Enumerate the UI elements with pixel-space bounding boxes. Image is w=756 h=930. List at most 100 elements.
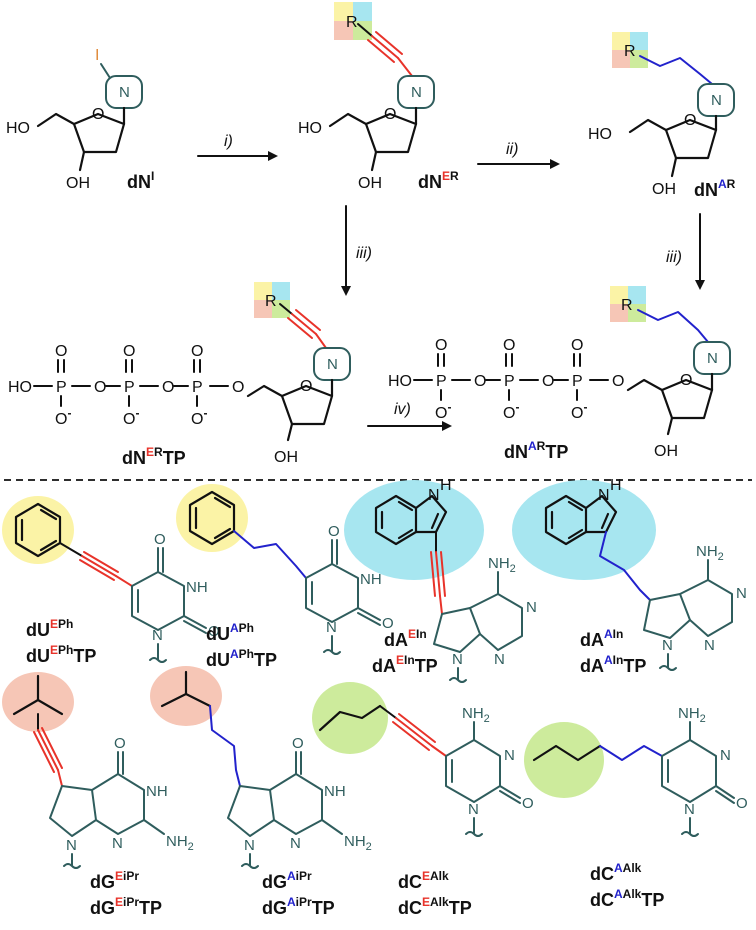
alkyl-highlight: [312, 682, 388, 754]
label-dCEAlk: dCEAlk: [398, 869, 449, 892]
ring-nitrogen: N: [704, 637, 715, 654]
phosphate-oxygen: O: [474, 373, 486, 390]
sugar-ring: [280, 384, 334, 426]
indole-nitrogen: N: [428, 487, 440, 504]
compound-dCEAlk: NH2 N O N dCEAlk dCEAlkTP: [312, 682, 534, 918]
hydroxyl-3: OH: [652, 181, 676, 198]
pyrimidine-ring: [469, 593, 523, 651]
ring-nitrogen: N: [720, 747, 731, 764]
structure-dNER: R N O HO OH dNER: [298, 2, 459, 192]
phosphate-oxygen-minus: O-: [191, 406, 207, 428]
nucleobase-label: N: [119, 84, 130, 101]
ethylene-linker: [599, 745, 663, 761]
phosphate-oxygen: O: [55, 343, 67, 360]
compound-dUEPh: O NH O N dUEPh dUEPhTP: [2, 496, 220, 666]
imide-nh: NH: [360, 571, 382, 588]
carbonyl-oxygen: O: [382, 615, 394, 632]
imide-nh: NH: [146, 783, 168, 800]
hydroxyl-5: HO: [588, 126, 612, 143]
compound-dAEIn: N H NH2 N N N dAEIn dAEInTP: [344, 477, 537, 683]
phosphorus: P: [572, 373, 583, 390]
terminal-hydroxyl: HO: [388, 373, 412, 390]
hydroxyl-3: OH: [66, 175, 90, 192]
isopropyl-highlight: [150, 666, 222, 726]
indole-pyrrole: [584, 494, 618, 534]
phosphate-oxygen: O: [123, 343, 135, 360]
phosphate-oxygen: O: [232, 379, 244, 396]
ring-oxygen: O: [384, 106, 396, 123]
amino-group: NH2: [344, 833, 372, 853]
isopropyl-highlight: [2, 672, 74, 732]
ring-nitrogen: N: [736, 585, 747, 602]
ring-nitrogen: N: [66, 837, 77, 854]
ring-oxygen: O: [680, 372, 692, 389]
r-group: R: [621, 297, 633, 314]
phosphate-oxygen-minus: O-: [435, 400, 451, 422]
structure-dNAR: R N O HO OH dNAR: [588, 32, 736, 200]
label-dNARTP: dNARTP: [504, 439, 568, 462]
ethylene-linker: [637, 309, 709, 343]
phosphate-oxygen: O: [191, 343, 203, 360]
hydroxyl-3: OH: [358, 175, 382, 192]
label-dAAInTP: dAAInTP: [580, 653, 646, 676]
phosphorus: P: [56, 379, 67, 396]
label-dAEInTP: dAEInTP: [372, 653, 438, 676]
ring-nitrogen: N: [152, 627, 163, 644]
label-dGEiPrTP: dGEiPrTP: [90, 895, 162, 918]
phosphate-oxygen: O: [94, 379, 106, 396]
phosphate-oxygen-minus: O-: [571, 400, 587, 422]
r-group: R: [265, 293, 277, 310]
phosphorus: P: [504, 373, 515, 390]
pyrimidinone-ring: [269, 773, 323, 835]
ring-nitrogen: N: [662, 637, 673, 654]
label-dCAAlkTP: dCAAlkTP: [590, 887, 664, 910]
indole-pyrrole: [414, 494, 448, 534]
compound-dGAiPr: O NH NH2 N N dGAiPr dGAiPrTP: [150, 666, 372, 918]
r-group: R: [346, 14, 358, 31]
phenyl-ring: [188, 490, 236, 546]
pyrrole-ring: [227, 785, 275, 837]
label-dNERTP: dNERTP: [122, 445, 186, 468]
phosphate-oxygen: O: [571, 337, 583, 354]
indole-hydrogen: H: [610, 477, 622, 494]
ethynyl-linker: [371, 35, 399, 59]
compound-dUAPh: O NH O N dUAPh dUAPhTP: [176, 484, 394, 670]
indole-highlight: [512, 480, 656, 580]
label-dUAPh: dUAPh: [206, 621, 254, 644]
ring-nitrogen: N: [326, 619, 337, 636]
ring-nitrogen: N: [494, 651, 505, 668]
phosphate-oxygen-minus: O-: [503, 400, 519, 422]
arrow-iii-right: iii): [666, 213, 705, 290]
phosphate-oxygen: O: [612, 373, 624, 390]
imide-nh: NH: [186, 579, 208, 596]
bond: [36, 112, 76, 128]
phosphate-oxygen-minus: O-: [55, 406, 71, 428]
uracil-ring: [305, 563, 359, 623]
label-dGAiPr: dGAiPr: [262, 869, 312, 892]
imide-nh: NH: [324, 783, 346, 800]
alkyl-highlight: [524, 722, 604, 798]
structure-dNARTP: R N O OH O P O O- O P O O- O P O O- HO: [388, 286, 731, 462]
nucleobase-label: N: [411, 84, 422, 101]
sugar-ring: [72, 112, 126, 154]
amino-group: NH2: [462, 705, 490, 725]
hydroxyl-3: OH: [274, 449, 298, 466]
phenyl-highlight: [176, 484, 248, 552]
label-dUAPhTP: dUAPhTP: [206, 647, 277, 670]
ring-nitrogen: N: [526, 599, 537, 616]
label-dAAIn: dAAIn: [580, 627, 623, 650]
sugar-ring: [664, 118, 718, 160]
hydroxyl-5: HO: [298, 120, 322, 137]
phosphorus: P: [192, 379, 203, 396]
label-dNER: dNER: [418, 169, 459, 192]
ethynyl-linker: [395, 717, 433, 747]
label-dUEPhTP: dUEPhTP: [26, 643, 96, 666]
alkyl-chain: [318, 704, 382, 732]
pyrimidine-ring: [679, 579, 733, 637]
pyrrole-ring: [433, 607, 481, 653]
ethynyl-linker: [37, 729, 59, 771]
compound-dCAAlk: NH2 N O N dCAAlk dCAAlkTP: [524, 705, 748, 910]
indole-highlight: [344, 480, 484, 580]
phosphate-oxygen: O: [542, 373, 554, 390]
